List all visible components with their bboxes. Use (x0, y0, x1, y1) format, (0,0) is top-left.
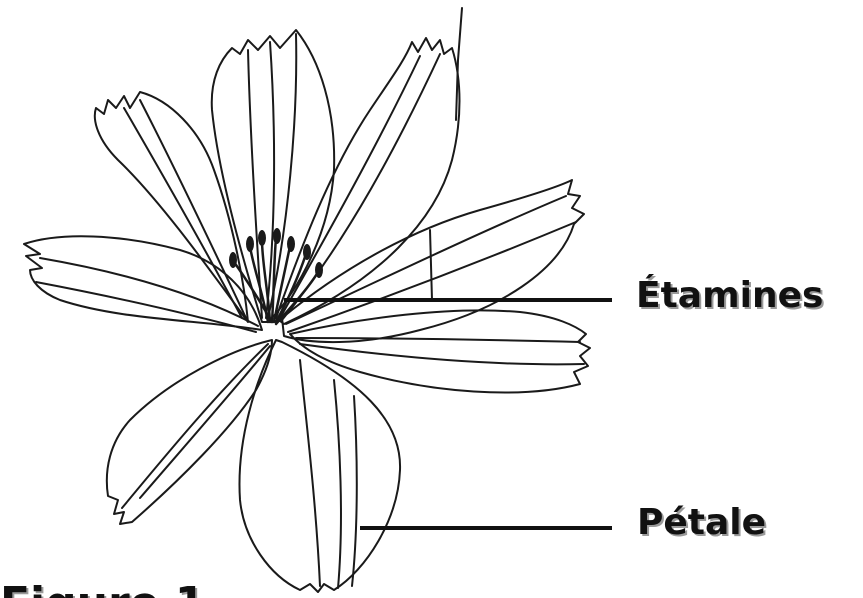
petal-left (24, 236, 262, 332)
stamens-label: Étamines (636, 278, 823, 314)
figure-caption: Figure 1 (0, 582, 205, 598)
petal-bottom-center (239, 340, 400, 592)
petal-label: Pétale (637, 505, 766, 541)
petal-bottom-left (107, 340, 272, 524)
petal-top-left (95, 92, 248, 322)
